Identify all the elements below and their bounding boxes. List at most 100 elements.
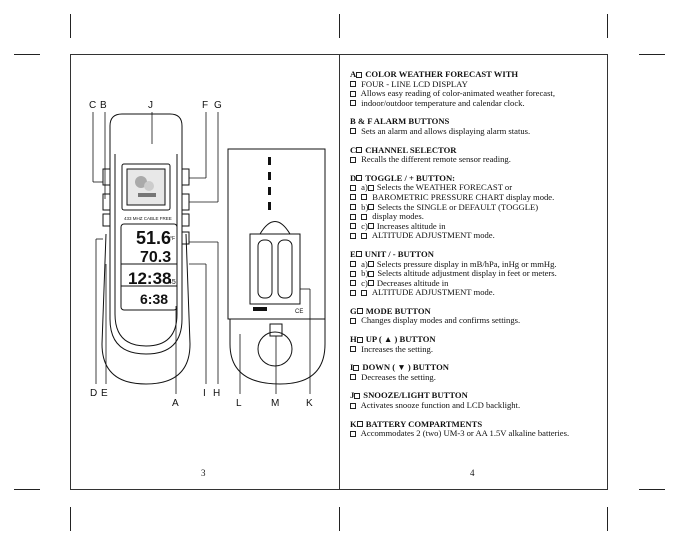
section-line: Sets an alarm and allows displaying alar… bbox=[350, 126, 600, 137]
checkbox-glyph bbox=[350, 232, 356, 239]
checkbox-glyph bbox=[361, 194, 368, 201]
section-line: a)Selects the WEATHER FORECAST or bbox=[350, 183, 600, 193]
checkbox-glyph bbox=[350, 280, 356, 287]
checkbox-glyph bbox=[350, 317, 356, 324]
callout-a: A bbox=[172, 398, 179, 409]
section-line: indoor/outdoor temperature and calendar … bbox=[350, 98, 600, 109]
checkbox-glyph bbox=[350, 81, 356, 88]
crop-mark bbox=[70, 507, 71, 531]
section-line: Activates snooze function and LCD backli… bbox=[350, 400, 600, 411]
lcd-row-3-seconds: 45 bbox=[168, 279, 176, 286]
section-heading: B & F ALARM BUTTONS bbox=[350, 116, 450, 127]
section-line: a)Selects pressure display in mB/hPa, in… bbox=[350, 259, 600, 270]
lcd-row-3: 12:38 bbox=[128, 269, 171, 288]
callout-m: M bbox=[271, 398, 279, 409]
callout-g: G bbox=[214, 100, 222, 111]
callout-h: H bbox=[213, 388, 220, 399]
checkbox-glyph bbox=[350, 223, 356, 230]
checkbox-glyph bbox=[367, 223, 374, 230]
checkbox-glyph bbox=[361, 232, 368, 239]
crop-mark bbox=[14, 54, 40, 55]
crop-mark bbox=[607, 507, 608, 531]
crop-mark bbox=[339, 507, 340, 531]
callout-f: F bbox=[202, 100, 208, 111]
callout-k: K bbox=[306, 398, 313, 409]
device-diagram: 433 MHZ CABLE FREE 51.6 °F 70.3 12:38 45… bbox=[89, 100, 326, 409]
checkbox-glyph bbox=[350, 128, 356, 135]
page-number-right: 4 bbox=[470, 468, 475, 478]
section-line: FOUR - LINE LCD DISPLAY bbox=[350, 79, 600, 90]
checkbox-glyph bbox=[356, 175, 363, 182]
callout-c: C bbox=[89, 100, 96, 111]
checkbox-glyph bbox=[355, 251, 362, 258]
callout-b: B bbox=[100, 100, 107, 111]
section-line: Accommodates 2 (two) UM-3 or AA 1.5V alk… bbox=[350, 429, 600, 439]
checkbox-glyph bbox=[350, 402, 356, 409]
checkbox-glyph bbox=[361, 289, 368, 296]
crop-mark bbox=[70, 14, 71, 38]
checkbox-glyph bbox=[350, 204, 356, 211]
section-line: c)Decreases altitude in bbox=[350, 278, 600, 289]
checkbox-glyph bbox=[361, 213, 368, 220]
checkbox-glyph bbox=[350, 430, 356, 437]
checkbox-glyph bbox=[368, 204, 375, 211]
checkbox-glyph bbox=[356, 71, 363, 78]
checkbox-glyph bbox=[356, 308, 363, 315]
callout-i: I bbox=[203, 388, 206, 399]
section-line: Allows easy reading of color-animated we… bbox=[350, 89, 600, 99]
section-line: Changes display modes and confirms setti… bbox=[350, 316, 600, 326]
section-line: b)Selects the SINGLE or DEFAULT (TOGGLE) bbox=[350, 202, 600, 213]
checkbox-glyph bbox=[356, 336, 363, 343]
page-divider bbox=[339, 54, 340, 490]
section-b-f: B & F ALARM BUTTONS Sets an alarm and al… bbox=[350, 117, 600, 136]
page-number-left: 3 bbox=[201, 468, 206, 478]
checkbox-glyph bbox=[350, 261, 356, 267]
checkbox-glyph bbox=[350, 100, 356, 107]
crop-mark bbox=[639, 489, 665, 490]
lcd-row-4: 6:38 bbox=[140, 291, 168, 307]
section-line: Recalls the different remote sensor read… bbox=[350, 155, 600, 165]
lcd-unit-f: °F bbox=[170, 236, 175, 242]
crop-mark bbox=[14, 489, 40, 490]
section-line: BAROMETRIC PRESSURE CHART display mode. bbox=[350, 192, 600, 203]
section-line: Increases the setting. bbox=[350, 344, 600, 355]
callout-j: J bbox=[148, 100, 153, 111]
section-line: display modes. bbox=[350, 212, 600, 222]
checkbox-glyph bbox=[350, 346, 356, 353]
checkbox-glyph bbox=[350, 184, 356, 191]
checkbox-glyph bbox=[350, 289, 356, 296]
section-line: c)Increases altitude in bbox=[350, 221, 600, 232]
checkbox-glyph bbox=[356, 147, 363, 154]
crop-mark bbox=[339, 14, 340, 38]
callout-d: D bbox=[90, 388, 97, 399]
section-line: ALTITUDE ADJUSTMENT mode. bbox=[350, 288, 600, 298]
checkbox-glyph bbox=[353, 364, 360, 371]
callout-l: L bbox=[236, 398, 242, 409]
checkbox-glyph bbox=[350, 374, 356, 381]
checkbox-glyph bbox=[350, 90, 356, 97]
checkbox-glyph bbox=[356, 421, 363, 428]
checkbox-glyph bbox=[367, 280, 374, 287]
lcd-row-1: 51.6 bbox=[136, 228, 171, 248]
checkbox-glyph bbox=[350, 213, 356, 220]
checkbox-glyph bbox=[350, 194, 356, 201]
section-line: ALTITUDE ADJUSTMENT mode. bbox=[350, 231, 600, 241]
ce-mark: CE bbox=[295, 309, 303, 315]
lcd-model-text: 433 MHZ CABLE FREE bbox=[124, 216, 172, 221]
